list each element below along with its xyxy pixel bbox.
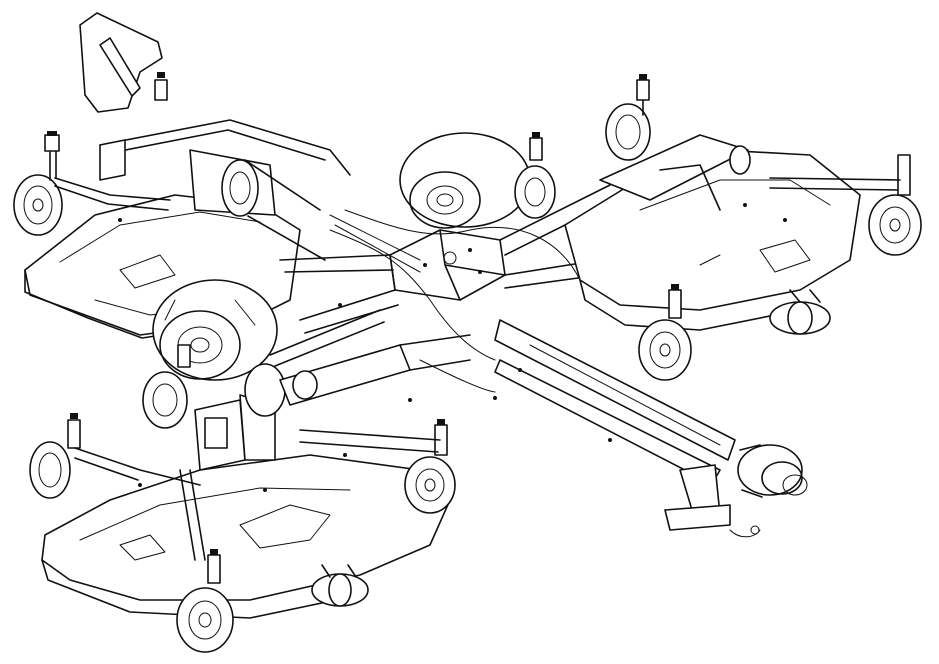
- right-lift-arm: [599, 134, 751, 211]
- bolts: [118, 203, 787, 492]
- central-gearbox: [389, 229, 506, 301]
- left-front-deck: [41, 454, 451, 619]
- left-rear-frame: [54, 119, 351, 211]
- roller-left-front: [311, 564, 369, 607]
- rear-motor: [189, 149, 326, 261]
- caster-wheel-right-front: [638, 284, 692, 381]
- hydraulic-hoses: [329, 209, 581, 393]
- caster-wheel-left-front-right: [404, 419, 456, 514]
- caster-wheel-left-front-mid: [142, 344, 191, 429]
- rear-shield-plate: [79, 12, 168, 113]
- roller-right: [769, 289, 831, 335]
- caster-wheel-left-front-outer: [29, 413, 201, 499]
- left-front-frame: [179, 363, 441, 561]
- rear-large-wheel: [399, 132, 531, 229]
- caster-wheel-left-rear: [13, 131, 63, 236]
- caster-wheel-left-front-bottom: [176, 549, 234, 653]
- caster-wheel-right-rear: [605, 74, 651, 161]
- drive-shaft: [494, 319, 736, 485]
- caster-wheel-right-far: [769, 154, 922, 256]
- caster-wheel-center-mid: [514, 132, 556, 219]
- hitch-bracket: [664, 464, 761, 538]
- pto-coupler: [737, 444, 808, 498]
- left-front-lift-arm: [269, 309, 471, 406]
